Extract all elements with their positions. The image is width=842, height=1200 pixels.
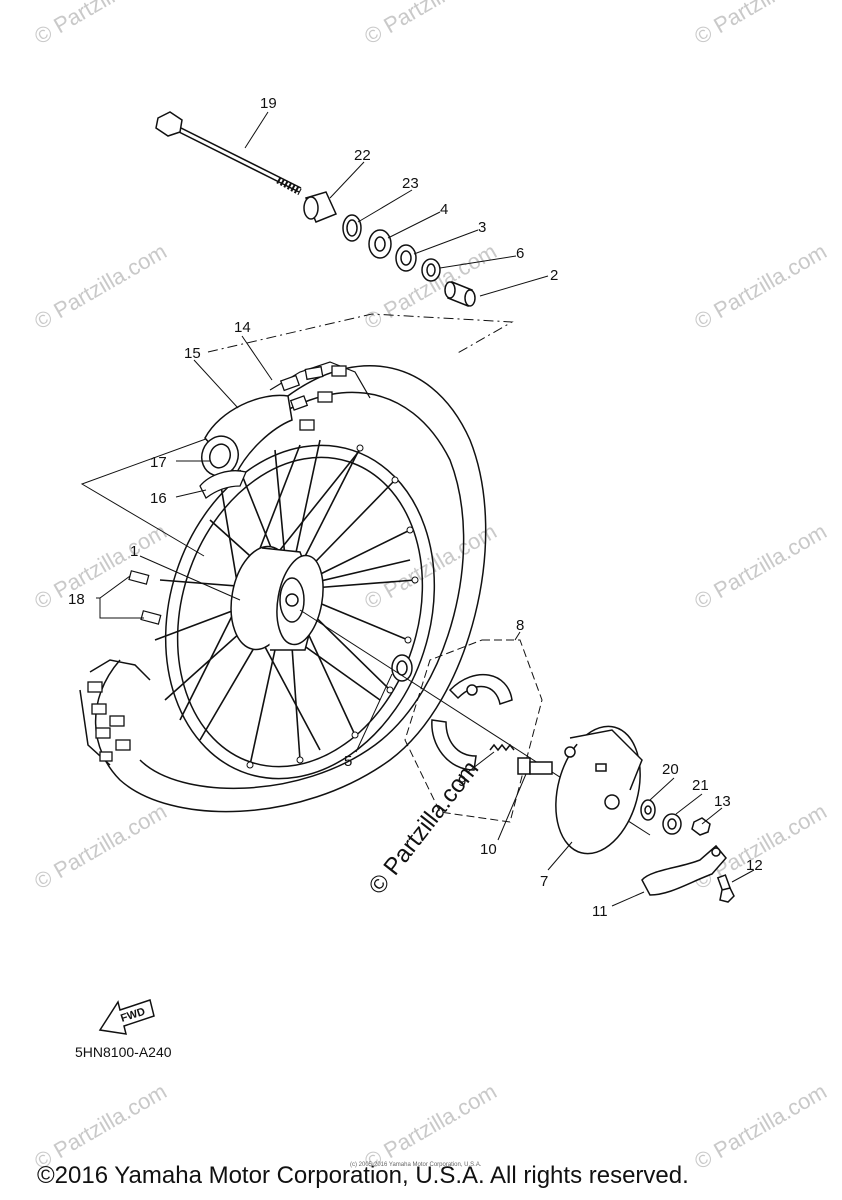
brake-shoe-bracket [404,639,543,823]
camshaft-lever [641,844,727,896]
footer-copyright: ©2016 Yamaha Motor Corporation, U.S.A. A… [37,1162,689,1189]
brake-camshaft [517,757,553,775]
callout-12: 12 [746,857,763,874]
bearing-3 [395,244,417,272]
spoke-nipples [246,444,419,769]
callout-13: 13 [714,793,731,810]
watermark-text: © Partzilla.com [690,1079,831,1175]
tube-bracket [80,435,215,557]
inner-tube [201,394,293,477]
callout-15: 15 [184,345,201,362]
callout-23: 23 [402,175,419,192]
spacer [444,280,476,308]
forward-arrow-icon: FWD [98,999,155,1035]
callout-22: 22 [354,147,371,164]
watermark-text: © Partzilla.com [690,799,831,895]
watermark-center: © Partzilla.com [363,756,484,900]
bearing-5 [391,654,413,682]
callout-4: 4 [440,201,448,218]
callout-1: 1 [130,543,138,560]
callout-21: 21 [692,777,709,794]
diagram-part-number: 5HN8100-A240 [75,1044,172,1060]
hub [230,545,324,651]
watermark-text: © Partzilla.com [30,1079,171,1175]
watermark-text: © Partzilla.com [360,1079,501,1175]
callout-10: 10 [480,841,497,858]
watermark-text: © Partzilla.com [30,239,171,335]
tire-tread [87,365,347,762]
hub-parts-bracket [207,313,514,355]
oil-seal-6 [421,258,441,282]
brake-spring [489,743,515,752]
oil-seal [342,214,362,242]
watermark-layer: © Partzilla.com © Partzilla.com © Partzi… [30,0,831,1174]
callout-6: 6 [516,245,524,262]
callout-9: 9 [458,773,466,790]
footer-fineprint: (c) 2005-2016 Yamaha Motor Corporation, … [350,1162,482,1168]
rim-band [199,470,247,499]
collar [303,191,338,223]
callout-3: 3 [478,219,486,236]
callout-20: 20 [662,761,679,778]
leader-lines [96,111,755,907]
bearing-4 [368,229,392,259]
lever-bolt [716,874,735,903]
callout-16: 16 [150,490,167,507]
callout-14: 14 [234,319,251,336]
callout-17: 17 [150,454,167,471]
axle [155,111,302,196]
callout-18: 18 [68,591,85,608]
brake-shoes [431,673,513,771]
callout-numbers: 19 22 23 4 3 6 2 14 15 17 16 1 18 5 8 9 … [68,95,763,920]
watermark-text: © Partzilla.com [690,239,831,335]
washer [640,799,656,821]
watermark-text: © Partzilla.com [30,799,171,895]
axle-nut [662,813,682,835]
callout-2: 2 [550,267,558,284]
watermark-text: © Partzilla.com [690,519,831,615]
watermark-text: © Partzilla.com [690,0,831,49]
callout-11: 11 [592,903,608,920]
balance-weights [128,570,162,625]
callout-7: 7 [540,873,548,890]
tire [79,361,487,813]
brake-shoe-plate [555,725,643,855]
lever-nut [691,817,711,836]
callout-19: 19 [260,95,277,112]
callout-8: 8 [516,617,524,634]
callout-5: 5 [344,753,352,770]
watermark-text: © Partzilla.com [360,0,501,49]
watermark-text: © Partzilla.com [30,0,171,49]
